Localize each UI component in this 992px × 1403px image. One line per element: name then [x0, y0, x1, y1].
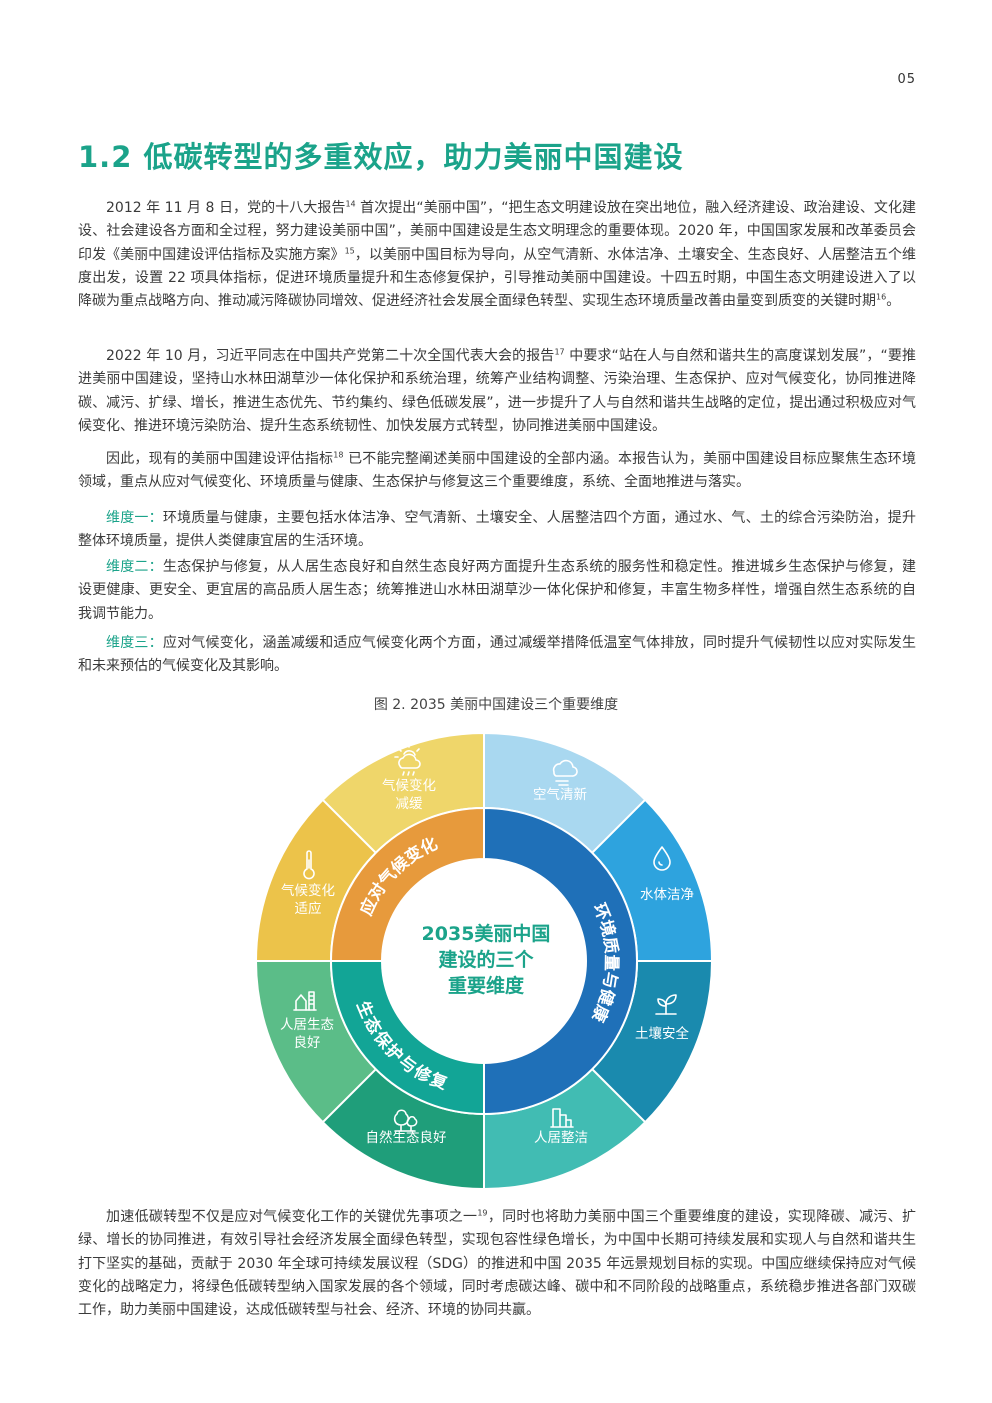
para4-text-b: ，同时也将助力美丽中国三个重要维度的建设，实现降碳、减污、扩绿、增长的协同推进，… [78, 1209, 917, 1319]
paragraph-beautiful-china-2012: 2012 年 11 月 8 日，党的十八大报告14 首次提出“美丽中国”，“把生… [78, 197, 916, 313]
segment-label-mitigate-line-1: 气候变化 [382, 778, 436, 794]
dimension-two-text: 生态保护与修复，从人居生态良好和自然生态良好两方面提升生态系统的服务性和稳定性。… [78, 559, 916, 622]
inner-ring-env [483, 806, 638, 1116]
para3-text-a: 因此，现有的美丽中国建设评估指标 [106, 451, 334, 467]
dimension-one-text: 环境质量与健康，主要包括水体洁净、空气清新、土壤安全、人居整洁四个方面，通过水、… [78, 510, 916, 550]
paragraph-low-carbon-transition: 加速低碳转型不仅是应对气候变化工作的关键优先事项之一19，同时也将助力美丽中国三… [78, 1206, 916, 1322]
park-icon [293, 991, 317, 1011]
dimension-three-text: 应对气候变化，涵盖减缓和适应气候变化两个方面，通过减缓举措降低温室气体排放，同时… [78, 635, 916, 675]
cloud-icon [552, 759, 578, 786]
page-number: 05 [897, 72, 916, 87]
footnote-ref-19[interactable]: 19 [477, 1208, 488, 1218]
segment-label-adapt-line-2: 适应 [295, 900, 322, 917]
footnote-ref-17[interactable]: 17 [554, 347, 565, 357]
dimension-two: 维度二：生态保护与修复，从人居生态良好和自然生态良好两方面提升生态系统的服务性和… [78, 556, 916, 626]
para1-text-c: ，以美丽中国目标为导向，从空气清新、水体洁净、土壤安全、生态良好、人居整洁五个维… [78, 246, 917, 310]
paragraph-20th-congress: 2022 年 10 月，习近平同志在中国共产党第二十次全国代表大会的报告17 中… [78, 345, 916, 438]
thermometer-icon [303, 850, 315, 880]
dimensions-wheel-diagram: 环境质量与健康生态保护与修复应对气候变化空气清新水体洁净土壤安全人居整洁自然生态… [254, 731, 714, 1188]
dimension-one-label: 维度一： [106, 510, 163, 526]
segment-label-nature: 自然生态良好 [366, 1129, 447, 1146]
segment-label-mitigate-line-2: 减缓 [396, 796, 423, 812]
segment-label-adapt-line-1: 气候变化 [281, 883, 335, 899]
footnote-ref-16[interactable]: 16 [876, 292, 887, 302]
paragraph-evaluation-indicators: 因此，现有的美丽中国建设评估指标18 已不能完整阐述美丽中国建设的全部内涵。本报… [78, 448, 916, 495]
sprout-icon [655, 994, 677, 1015]
footnote-ref-18[interactable]: 18 [333, 450, 344, 460]
center-circle [383, 860, 585, 1062]
figure-caption: 图 2. 2035 美丽中国建设三个重要维度 [373, 697, 619, 713]
para2-text-b: 中要求“站在人与自然和谐共生的高度谋划发展”，“要推进美丽中国建设，坚持山水林田… [78, 348, 916, 434]
segment-label-water: 水体洁净 [640, 887, 694, 903]
section-title: 1.2 低碳转型的多重效应，助力美丽中国建设 [78, 140, 684, 174]
para1-text-a: 2012 年 11 月 8 日，党的十八大报告 [106, 200, 346, 216]
center-title-line-2: 建设的三个 [438, 948, 534, 971]
para4-text-a: 加速低碳转型不仅是应对气候变化工作的关键优先事项之一 [106, 1209, 478, 1225]
segment-label-air: 空气清新 [533, 787, 587, 803]
segment-label-living: 人居整洁 [534, 1130, 588, 1146]
center-title-line-1: 2035美丽中国 [422, 922, 551, 945]
dimension-three-label: 维度三： [106, 635, 163, 651]
footnote-ref-14[interactable]: 14 [345, 199, 356, 209]
segment-label-soil: 土壤安全 [635, 1025, 689, 1042]
dimension-one: 维度一：环境质量与健康，主要包括水体洁净、空气清新、土壤安全、人居整洁四个方面，… [78, 507, 916, 554]
building-icon [550, 1108, 574, 1128]
weather-icon [394, 743, 421, 776]
inner-ring-climate [329, 806, 485, 962]
para1-text-b: 首次提出“美丽中国”，“把生态文明建设放在突出地位，融入经济建设、政治建设、文化… [78, 200, 916, 263]
center-title-line-3: 重要维度 [448, 974, 525, 997]
footnote-ref-15[interactable]: 15 [344, 245, 355, 255]
water-drop-icon [653, 846, 671, 871]
segment-label-human-eco-line-1: 人居生态 [280, 1017, 334, 1033]
para2-text-a: 2022 年 10 月，习近平同志在中国共产党第二十次全国代表大会的报告 [106, 348, 555, 364]
trees-icon [393, 1109, 418, 1132]
segment-label-human-eco-line-2: 良好 [294, 1035, 321, 1051]
dimension-three: 维度三：应对气候变化，涵盖减缓和适应气候变化两个方面，通过减缓举措降低温室气体排… [78, 632, 916, 679]
para1-text-d: 。 [886, 293, 901, 310]
dimension-two-label: 维度二： [106, 559, 163, 575]
para3-text-b: 已不能完整阐述美丽中国建设的全部内涵。本报告认为，美丽中国建设目标应聚焦生态环境… [78, 451, 916, 491]
